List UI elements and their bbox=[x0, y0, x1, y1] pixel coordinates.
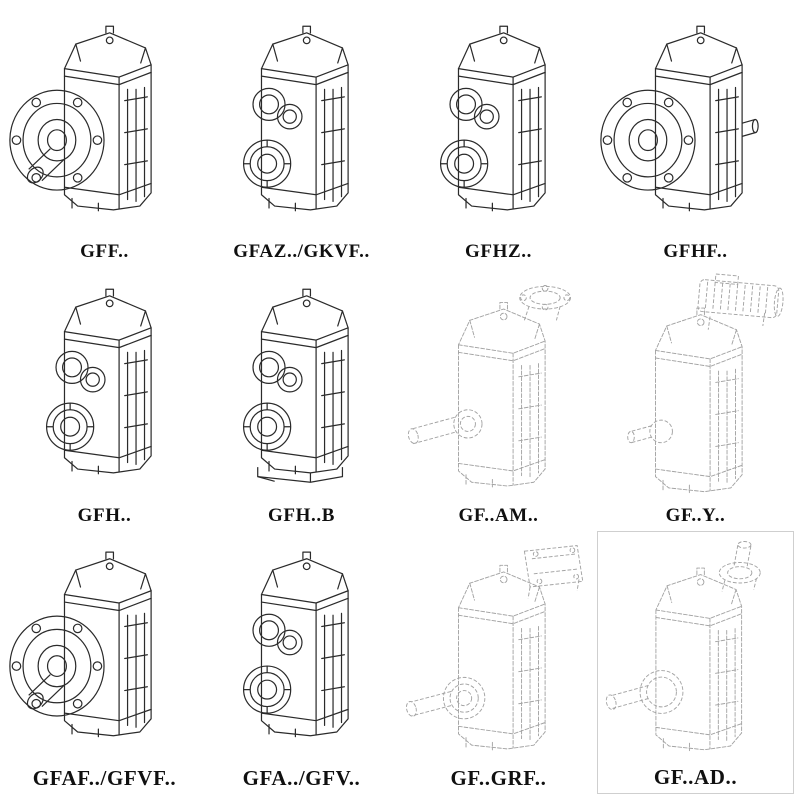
gearbox-with-iec-motor-adapter-drawing bbox=[402, 269, 595, 503]
flange-mounted-solid-shaft-gearbox-drawing bbox=[8, 6, 201, 240]
catalog-item: GF..AM.. bbox=[400, 267, 597, 530]
flange-mounted-gearbox-drawing bbox=[8, 533, 201, 765]
model-label: GFAZ../GKVF.. bbox=[233, 241, 370, 263]
shaft-mounted-gearbox-with-base-drawing bbox=[205, 269, 398, 503]
gearbox-with-mounted-motor-drawing bbox=[599, 269, 792, 503]
hollow-shaft-gearbox-drawing bbox=[205, 6, 398, 240]
model-label: GF..GRF.. bbox=[450, 765, 547, 790]
flange-mounted-hollow-gearbox-drawing bbox=[599, 6, 792, 240]
catalog-item: GF..Y.. bbox=[597, 267, 794, 530]
model-label: GFHF.. bbox=[663, 241, 728, 263]
catalog-item: GFHZ.. bbox=[400, 4, 597, 267]
catalog-item: GFAZ../GKVF.. bbox=[203, 4, 400, 267]
model-label: GFHZ.. bbox=[465, 241, 532, 263]
model-label: GFH.. bbox=[77, 504, 132, 526]
catalog-item: GFHF.. bbox=[597, 4, 794, 267]
gearbox-with-input-adapter-housing-drawing bbox=[402, 533, 595, 765]
hollow-shaft-shrink-disc-gearbox-drawing bbox=[402, 6, 595, 240]
model-label: GFA../GFV.. bbox=[242, 765, 361, 790]
model-label: GF..Y.. bbox=[665, 504, 726, 526]
catalog-item: GFH..B bbox=[203, 267, 400, 530]
catalog-item: GFAF../GFVF.. bbox=[6, 531, 203, 794]
catalog-item: GF..GRF.. bbox=[400, 531, 597, 794]
model-label: GFF.. bbox=[80, 241, 129, 263]
model-label: GF..AD.. bbox=[653, 764, 738, 789]
shaft-mounted-gearbox-drawing bbox=[8, 269, 201, 503]
gearbox-with-input-shaft-adapter-drawing bbox=[600, 534, 791, 764]
model-label: GFH..B bbox=[268, 504, 335, 526]
catalog-item: GFF.. bbox=[6, 4, 203, 267]
hollow-shaft-mounted-gearbox-drawing bbox=[205, 533, 398, 765]
catalog-item: GFA../GFV.. bbox=[203, 531, 400, 794]
model-label: GF..AM.. bbox=[458, 504, 539, 526]
model-label: GFAF../GFVF.. bbox=[32, 765, 177, 790]
catalog-item: GFH.. bbox=[6, 267, 203, 530]
catalog-item: GF..AD.. bbox=[597, 530, 794, 794]
